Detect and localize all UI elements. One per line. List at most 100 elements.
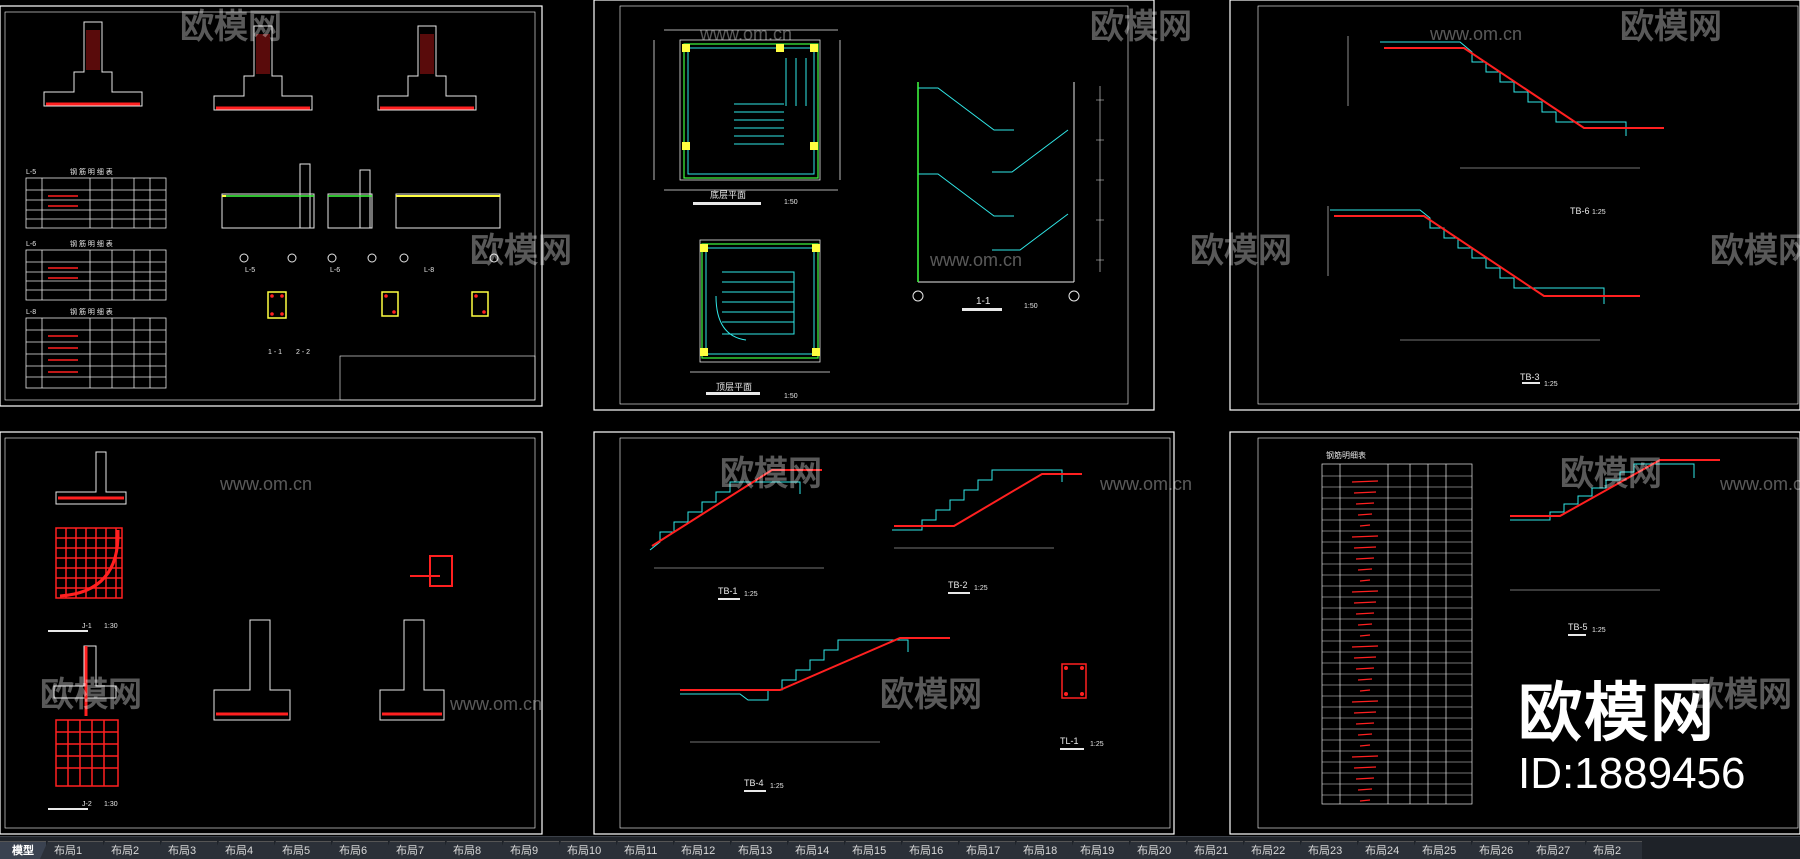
beam-label-tb4: TB-4 (744, 778, 764, 788)
tab-layout-21[interactable]: 布局21 (1180, 841, 1243, 859)
panel-steel-schedule: 钢筋明细表 TB-5 1:25 (1321, 450, 1720, 805)
table-title-l6: L-6 (26, 241, 36, 248)
tab-layout-26[interactable]: 布局26 (1465, 841, 1528, 859)
beam-label-l5: L-5 (245, 267, 255, 274)
beam-label-tb1: TB-1 (718, 586, 738, 596)
schedule-rebar-sketch (1357, 513, 1373, 516)
table-subtitle-l6: 钢 筋 明 细 表 (70, 239, 113, 248)
plan-label-ground: 底层平面 (710, 189, 746, 200)
tab-layout-15[interactable]: 布局15 (838, 841, 901, 859)
tab-model[interactable]: 模型 (0, 841, 46, 859)
watermark-logo: 欧模网 (1190, 232, 1292, 270)
schedule-rebar-sketch (1351, 645, 1379, 648)
watermark-logo: 欧模网 (180, 8, 282, 46)
tab-layout-9[interactable]: 布局9 (496, 841, 559, 859)
schedule-rebar-sketch (1353, 766, 1377, 769)
stair-scale-tb5: 1:25 (1592, 627, 1606, 634)
schedule-rebar-sketch (1351, 535, 1379, 538)
plan-scale-ground: 1:50 (784, 199, 798, 206)
schedule-rebar-sketch (1355, 722, 1375, 725)
stair-scale-tb3: 1:25 (1544, 381, 1558, 388)
tab-layout-7[interactable]: 布局7 (382, 841, 445, 859)
watermark-logo: 欧模网 (880, 676, 982, 714)
watermark-logo: 欧模网 (470, 232, 572, 270)
tab-layout-22[interactable]: 布局22 (1237, 841, 1300, 859)
watermark-url: www.om.cn (1429, 24, 1522, 44)
beam-label-tl1: TL-1 (1060, 736, 1079, 746)
tab-layout-10[interactable]: 布局10 (553, 841, 616, 859)
schedule-rebar-sketch (1359, 579, 1371, 582)
schedule-rebar-sketch (1359, 524, 1371, 527)
watermark-logo: 欧模网 (40, 676, 142, 714)
tab-layout-5[interactable]: 布局5 (268, 841, 331, 859)
tab-layout-14[interactable]: 布局14 (781, 841, 844, 859)
tab-layout-23[interactable]: 布局23 (1294, 841, 1357, 859)
stair-label-tb3: TB-3 (1520, 372, 1540, 382)
panel-stair-beams: TB-1 1:25 TB-2 1:25 TB-4 1:25 TL-1 1:25 (649, 469, 1104, 792)
section-label-1: 1 - 1 (268, 349, 282, 356)
brand-logo-text: 欧模网 (1518, 677, 1716, 749)
footing-label-j1: J-1 (82, 623, 92, 630)
watermark-logo: 欧模网 (1620, 8, 1722, 46)
footing-scale-j1: 1:30 (104, 623, 118, 630)
stair-label-tb6: TB-6 (1570, 206, 1590, 216)
beam-scale-tb2: 1:25 (974, 585, 988, 592)
tab-layout-24[interactable]: 布局24 (1351, 841, 1414, 859)
beam-label-l8: L-8 (424, 267, 434, 274)
stair-scale-tb6: 1:25 (1592, 209, 1606, 216)
schedule-rebar-sketch (1355, 502, 1375, 505)
schedule-rebar-sketch (1359, 744, 1371, 747)
schedule-rebar-sketch (1355, 557, 1375, 560)
tab-layout-2[interactable]: 布局2 (97, 841, 160, 859)
tab-layout-3[interactable]: 布局3 (154, 841, 217, 859)
stair-label-tb5: TB-5 (1568, 622, 1588, 632)
plan-scale-top: 1:50 (784, 393, 798, 400)
plan-label-top: 顶层平面 (716, 382, 752, 392)
schedule-rebar-sketch (1351, 590, 1379, 593)
beam-scale-tb4: 1:25 (770, 783, 784, 790)
panel-foundation-bottom: J-1 1:30 J-2 1:30 (48, 451, 453, 810)
tab-layout-20[interactable]: 布局20 (1123, 841, 1186, 859)
tab-layout-8[interactable]: 布局8 (439, 841, 502, 859)
schedule-rebar-sketch (1353, 546, 1377, 549)
tab-layout-27[interactable]: 布局27 (1522, 841, 1585, 859)
tab-layout-6[interactable]: 布局6 (325, 841, 388, 859)
brand-watermark: 欧模网 ID:1889456 (1518, 678, 1746, 800)
schedule-rebar-sketch (1359, 799, 1371, 802)
tab-layout-11[interactable]: 布局11 (610, 841, 673, 859)
tab-layout-25[interactable]: 布局25 (1408, 841, 1471, 859)
tab-layout-16[interactable]: 布局16 (895, 841, 958, 859)
tab-layout-13[interactable]: 布局13 (724, 841, 787, 859)
schedule-rebar-sketch (1351, 480, 1379, 483)
beam-label-l6: L-6 (330, 267, 340, 274)
tab-layout-18[interactable]: 布局18 (1009, 841, 1072, 859)
watermark-url: www.om.cn (449, 694, 542, 714)
schedule-rebar-sketch (1357, 678, 1373, 681)
tab-layout-28[interactable]: 布局2 (1579, 841, 1642, 859)
watermark-layer: 欧模网欧模网欧模网欧模网欧模网欧模网欧模网欧模网欧模网欧模网欧模网www.om.… (40, 8, 1800, 714)
tab-layout-19[interactable]: 布局19 (1066, 841, 1129, 859)
cad-drawing-canvas[interactable]: L-5 钢 筋 明 细 表 L-6 钢 筋 明 细 表 L-8 钢 筋 明 细 … (0, 0, 1800, 836)
brand-id-text: ID:1889456 (1518, 749, 1746, 798)
watermark-logo: 欧模网 (1560, 455, 1662, 493)
tab-layout-12[interactable]: 布局12 (667, 841, 730, 859)
watermark-logo: 欧模网 (720, 455, 822, 493)
schedule-rebar-sketch (1355, 667, 1375, 670)
schedule-rebar-sketch (1353, 656, 1377, 659)
watermark-url: www.om.cn (699, 24, 792, 44)
table-subtitle-l8: 钢 筋 明 细 表 (70, 307, 113, 316)
tab-layout-17[interactable]: 布局17 (952, 841, 1015, 859)
footing-scale-j2: 1:30 (104, 801, 118, 808)
beam-label-tb2: TB-2 (948, 580, 968, 590)
section-label-1-1: 1-1 (976, 296, 991, 307)
schedule-rebar-sketch (1357, 788, 1373, 791)
watermark-url: www.om.cn (1099, 474, 1192, 494)
watermark-logo: 欧模网 (1690, 676, 1792, 714)
tab-layout-4[interactable]: 布局4 (211, 841, 274, 859)
section-scale: 1:50 (1024, 303, 1038, 310)
tab-layout-1[interactable]: 布局1 (40, 841, 103, 859)
schedule-rebar-sketch (1355, 777, 1375, 780)
schedule-rebar-sketch (1353, 491, 1377, 494)
panel-foundation-top: L-5 钢 筋 明 细 表 L-6 钢 筋 明 细 表 L-8 钢 筋 明 细 … (25, 21, 501, 389)
